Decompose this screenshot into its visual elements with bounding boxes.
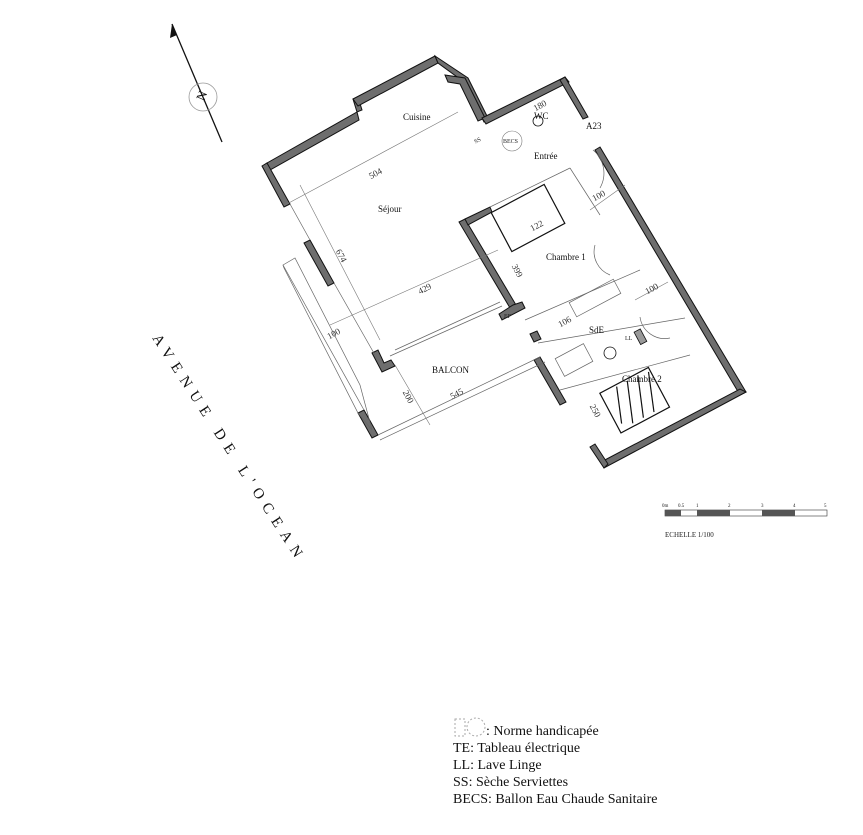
room-chambre2: Chambre 2	[622, 374, 662, 384]
toilet-icon	[532, 115, 544, 127]
scale-tick-05: 0.5	[678, 504, 685, 509]
dim-429: 429	[416, 281, 433, 296]
scale-tick-3: 3	[761, 504, 764, 509]
legend-item: : Norme handicapée	[486, 724, 599, 739]
legend-item: SS: Sèche Serviettes	[453, 775, 569, 790]
street-name: AVENUE DE L'OCEAN	[149, 331, 309, 566]
room-wc: WC	[534, 111, 549, 121]
fixture-becs: BECS	[503, 139, 518, 145]
dimension-lines	[284, 111, 669, 426]
dim-250: 250	[588, 402, 603, 419]
room-chambre1: Chambre 1	[546, 252, 586, 262]
dim-106: 106	[556, 314, 573, 329]
outer-walls	[261, 54, 748, 469]
legend-item: BECS: Ballon Eau Chaude Sanitaire	[453, 792, 658, 807]
dim-122: 122	[528, 218, 545, 233]
fixture-ll: LL	[625, 336, 633, 342]
north-label: N	[193, 88, 211, 103]
room-entree: Entrée	[534, 151, 557, 161]
dim-674: 674	[334, 247, 349, 264]
scale-tick-2: 2	[728, 504, 731, 509]
room-sejour: Séjour	[378, 204, 402, 214]
door-swing-icon	[592, 149, 605, 189]
interior-lines	[282, 115, 691, 441]
scale-tick-5: 5	[824, 504, 827, 509]
fixture-ss: SS	[474, 137, 483, 145]
scale-label: ECHELLE 1/100	[665, 531, 714, 539]
dim-545: 545	[448, 386, 465, 401]
legend-item: TE: Tableau électrique	[453, 741, 581, 756]
dim-399: 399	[510, 262, 525, 279]
scale-bar: 0m 0.5 1 2 3 4 5 ECHELLE 1/100	[662, 504, 828, 539]
fixture-ep: EP	[504, 314, 512, 320]
washbasin-icon	[603, 346, 617, 360]
shower-icon	[554, 343, 594, 377]
apartment-number: A23	[586, 121, 602, 131]
room-sde: SdE	[589, 325, 605, 335]
dim-100-balcon: 100	[325, 326, 342, 341]
bed-chambre2-icon	[599, 366, 671, 434]
legend-item: LL: Lave Linge	[453, 758, 542, 773]
washing-machine-icon	[633, 328, 648, 346]
wardrobe-icon	[568, 278, 622, 318]
handicap-norm-icon	[454, 717, 486, 737]
room-balcon: BALCON	[432, 365, 470, 375]
dim-200: 200	[401, 388, 416, 405]
dim-504: 504	[367, 166, 384, 181]
dim-100-chambre1: 100	[590, 188, 607, 203]
becs-icon	[501, 130, 523, 152]
legend: : Norme handicapée TE: Tableau électriqu…	[453, 724, 658, 808]
scale-tick-4: 4	[793, 504, 796, 509]
room-cuisine: Cuisine	[403, 112, 431, 122]
north-arrow-icon: N	[170, 23, 223, 143]
dim-100-sde: 100	[643, 281, 660, 296]
bed-chambre1-icon	[490, 183, 566, 253]
scale-tick-0: 0m	[662, 504, 669, 509]
scale-tick-1: 1	[696, 504, 699, 509]
